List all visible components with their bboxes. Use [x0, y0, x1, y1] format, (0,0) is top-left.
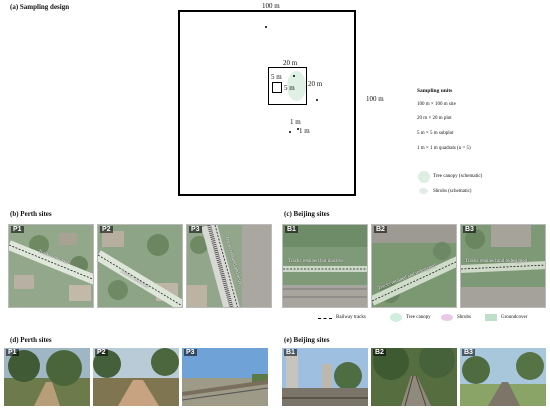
shrub-swatch — [419, 188, 428, 194]
photo-panel-p3: P3 — [182, 348, 268, 406]
panel-label: P2 — [100, 226, 113, 233]
units-item: 1 m × 1 m quadrats (n = 5) — [417, 146, 471, 151]
tree-canopy-blob — [287, 71, 306, 101]
aerial-panel-p3: P3 Tracks retained and active — [186, 224, 272, 308]
aerial-image — [187, 225, 271, 307]
units-item: 5 m × 5 m subplot — [417, 131, 454, 136]
site-photo — [4, 348, 90, 406]
subplot-left-label: 5 m — [271, 73, 282, 81]
site-square — [178, 10, 356, 196]
track-annotation: Tracks retained but inactive — [288, 259, 344, 264]
aerial-image — [283, 225, 367, 307]
panel-label: B3 — [463, 226, 476, 233]
quadrat-marker — [265, 26, 267, 28]
photo-panel-b3: B3 — [460, 348, 546, 406]
tree-canopy-swatch — [418, 171, 430, 183]
site-photo — [371, 348, 457, 406]
panel-label: B3 — [462, 349, 475, 356]
photo-panel-b1: B1 — [282, 348, 368, 406]
aerial-image — [9, 225, 93, 307]
panel-label: B1 — [285, 226, 298, 233]
section-e-title: (e) Beijing sites — [284, 336, 330, 344]
site-top-label: 100 m — [262, 2, 280, 10]
photo-panel-p1: P1 — [4, 348, 90, 406]
site-photo — [282, 348, 368, 406]
section-c-title: (c) Beijing sites — [284, 210, 330, 218]
aerial-image — [98, 225, 182, 307]
aerial-panel-b3: B3 Tracks retained and redesigned — [460, 224, 546, 308]
tree-legend-label: Tree canopy — [406, 315, 431, 320]
aerial-panel-b2: B2 Tracks retained and redesigned — [371, 224, 457, 308]
railway-legend-line — [318, 318, 332, 319]
quadrat-label-b: 1 m — [299, 127, 310, 135]
quadrat-label-a: 1 m — [290, 118, 301, 126]
shrub-legend-label: Shrubs — [457, 315, 471, 320]
section-d-title: (d) Perth sites — [10, 336, 52, 344]
panel-label: P3 — [184, 349, 197, 356]
units-item: 100 m × 100 m site — [417, 102, 456, 107]
quadrat-marker — [293, 75, 295, 77]
panel-label: B2 — [374, 226, 387, 233]
quadrat-marker — [289, 131, 291, 133]
site-photo — [182, 348, 268, 406]
shrub-legend-swatch — [441, 314, 453, 321]
groundcover-legend-label: Groundcover — [501, 315, 528, 320]
quadrat-marker — [297, 128, 299, 130]
aerial-panel-p1: P1 Tracks removed — [8, 224, 94, 308]
aerial-image — [461, 225, 545, 307]
units-item: 20 m × 20 m plot — [417, 116, 452, 121]
plot-top-label: 20 m — [283, 59, 298, 67]
tree-legend-swatch — [390, 313, 402, 322]
subplot-square — [272, 82, 282, 93]
photo-panel-b2: B2 — [371, 348, 457, 406]
railway-legend-label: Railway tracks — [336, 315, 366, 320]
panel-label: P1 — [6, 349, 19, 356]
site-photo — [460, 348, 546, 406]
groundcover-legend-swatch — [485, 314, 497, 321]
panel-label: B1 — [284, 349, 297, 356]
aerial-panel-p2: P2 Tracks removed — [97, 224, 183, 308]
subplot-right-label: 5 m — [284, 84, 295, 92]
quadrat-marker — [316, 99, 318, 101]
section-b-title: (b) Perth sites — [10, 210, 52, 218]
aerial-panel-b1: B1 Tracks retained but inactive — [282, 224, 368, 308]
plot-right-label: 20 m — [308, 80, 323, 88]
site-right-label: 100 m — [366, 95, 384, 103]
site-photo — [93, 348, 179, 406]
section-a-title: (a) Sampling design — [10, 3, 70, 11]
photo-panel-p2: P2 — [93, 348, 179, 406]
plot-square — [268, 67, 307, 105]
units-title: Sampling units — [417, 88, 453, 94]
tree-canopy-legend: Tree canopy (schematic) — [433, 174, 483, 179]
panel-label: P1 — [11, 226, 24, 233]
panel-label: P2 — [95, 349, 108, 356]
aerial-image — [372, 225, 456, 307]
panel-label: B2 — [373, 349, 386, 356]
track-annotation: Tracks retained and redesigned — [465, 259, 528, 264]
shrub-legend: Shrubs (schematic) — [433, 189, 472, 194]
panel-label: P3 — [189, 226, 202, 233]
